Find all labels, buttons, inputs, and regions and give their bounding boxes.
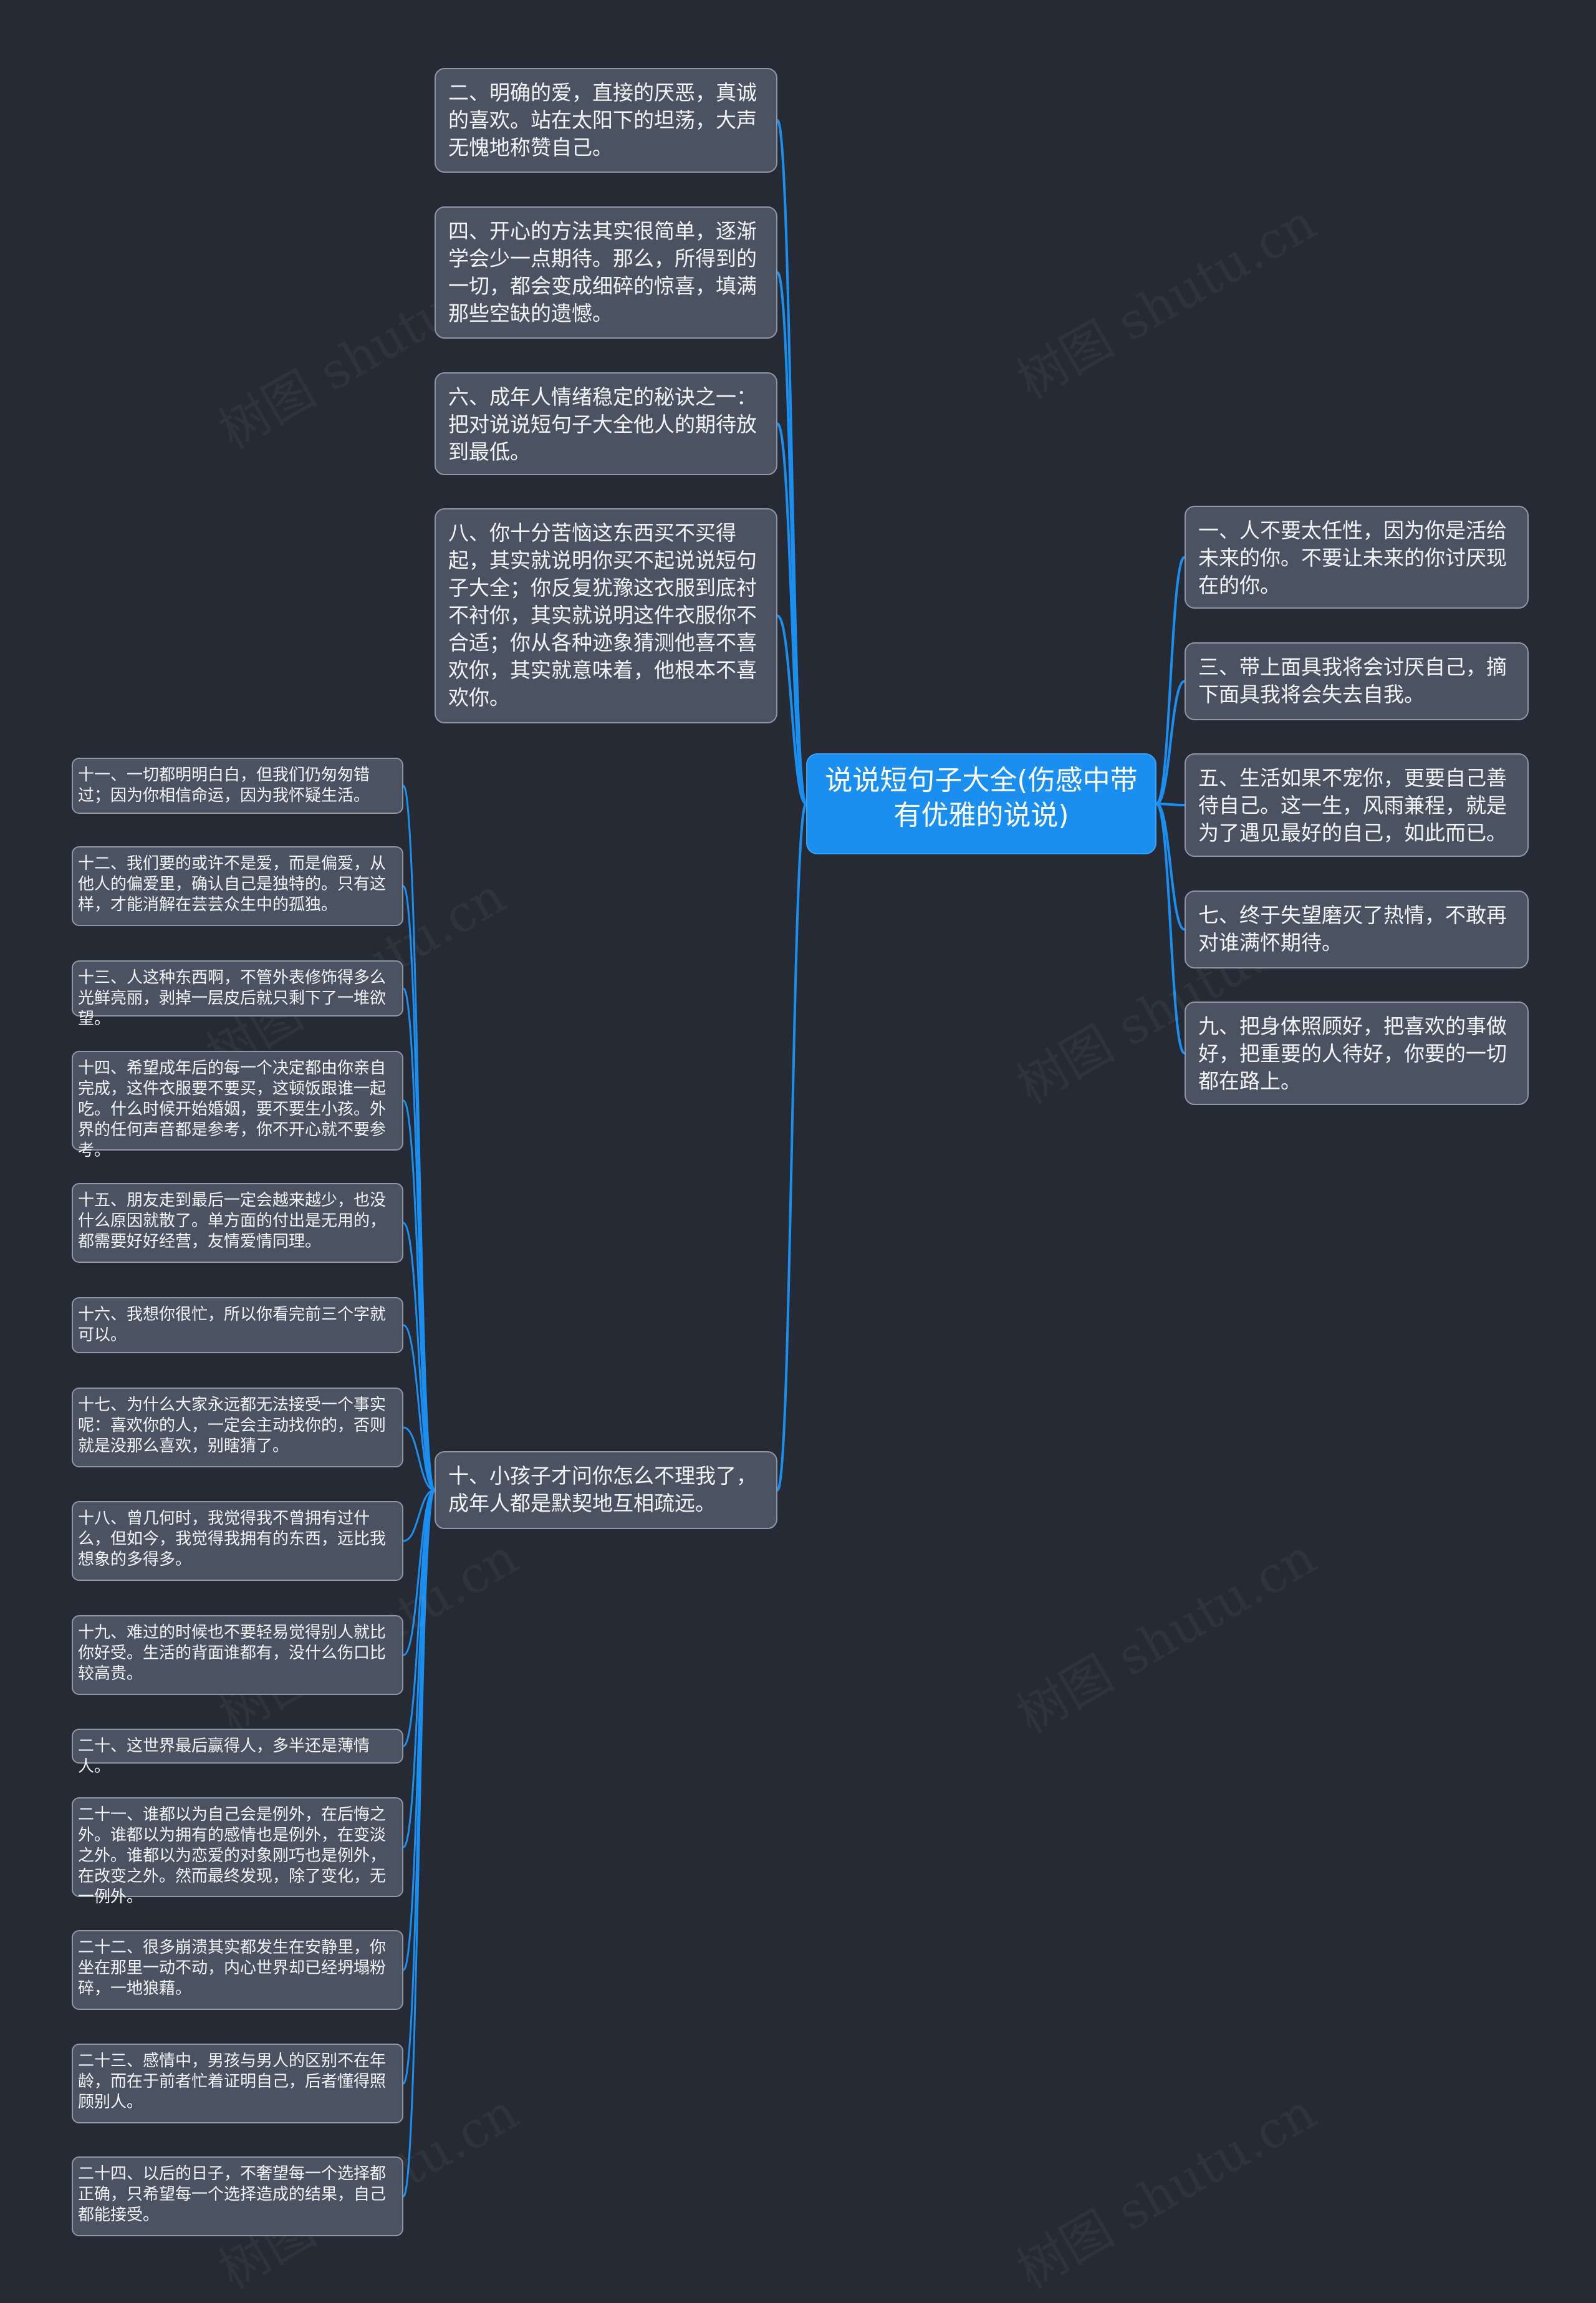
sub-node[interactable]: 二十、这世界最后赢得人，多半还是薄情人。 — [72, 1729, 403, 1776]
connector-line — [403, 1426, 435, 1491]
connector-line — [776, 422, 807, 805]
sub-node-label: 二十二、很多崩溃其实都发生在安静里，你坐在那里一动不动，内心世界却已经坍塌粉碎，… — [78, 1938, 387, 1998]
sub-node-label: 二十一、谁都以为自己会是例外，在后悔之外。谁都以为拥有的感情也是例外，在变淡之外… — [78, 1805, 387, 1906]
sub-node[interactable]: 十一、一切都明明白白，但我们仍匆匆错过；因为你相信命运，因为我怀疑生活。 — [72, 758, 403, 814]
right-node[interactable]: 七、终于失望磨灭了热情，不敢再对谁满怀期待。 — [1185, 891, 1529, 968]
sub-node[interactable]: 二十二、很多崩溃其实都发生在安静里，你坐在那里一动不动，内心世界却已经坍塌粉碎，… — [72, 1930, 403, 2010]
sub-node[interactable]: 十三、人这种东西啊，不管外表修饰得多么光鲜亮丽，剥掉一层皮后就只剩下了一堆欲望。 — [72, 960, 403, 1028]
sub-node[interactable]: 二十三、感情中，男孩与男人的区别不在年龄，而在于前者忙着证明自己，后者懂得照顾别… — [72, 2044, 403, 2123]
left-node[interactable]: 二、明确的爱，直接的厌恶，真诚的喜欢。站在太阳下的坦荡，大声无愧地称赞自己。 — [435, 68, 777, 173]
connector-line — [1155, 803, 1186, 1055]
sub-node-label: 二十、这世界最后赢得人，多半还是薄情人。 — [78, 1737, 370, 1776]
sub-node-label: 十九、难过的时候也不要轻易觉得别人就比你好受。生活的背面谁都有，没什么伤口比较高… — [78, 1623, 387, 1683]
sub-node[interactable]: 十五、朋友走到最后一定会越来越少，也没什么原因就散了。单方面的付出是无用的，都需… — [72, 1183, 403, 1263]
sub-node[interactable]: 十四、希望成年后的每一个决定都由你亲自完成，这件衣服要不要买，这顿饭跟谁一起吃。… — [72, 1051, 403, 1160]
left-node-label: 二、明确的爱，直接的厌恶，真诚的喜欢。站在太阳下的坦荡，大声无愧地称赞自己。 — [448, 80, 757, 160]
sub-node[interactable]: 十七、为什么大家永远都无法接受一个事实呢：喜欢你的人，一定会主动找你的，否则就是… — [72, 1388, 403, 1467]
connector-line — [1156, 803, 1185, 806]
connector-line — [402, 1099, 436, 1491]
sub-node[interactable]: 二十四、以后的日子，不奢望每一个选择都正确，只希望每一个选择造成的结果，自己都能… — [72, 2156, 403, 2236]
left-node[interactable]: 六、成年人情绪稳定的秘诀之一：把对说说短句子大全他人的期待放到最低。 — [435, 372, 777, 475]
sub-node[interactable]: 十二、我们要的或许不是爱，而是偏爱，从他人的偏爱里，确认自己是独特的。只有这样，… — [72, 846, 403, 926]
sub-node-label: 二十四、以后的日子，不奢望每一个选择都正确，只希望每一个选择造成的结果，自己都能… — [78, 2165, 387, 2224]
sub-node-label: 十三、人这种东西啊，不管外表修饰得多么光鲜亮丽，剥掉一层皮后就只剩下了一堆欲望。 — [78, 968, 387, 1028]
left-node-label: 四、开心的方法其实很简单，逐渐学会少一点期待。那么，所得到的一切，都会变成细碎的… — [448, 219, 757, 326]
left-node[interactable]: 十、小孩子才问你怎么不理我了，成年人都是默契地互相疏远。 — [435, 1451, 777, 1529]
center-node-label: 说说短句子大全(伤感中带有优雅的说说) — [825, 765, 1138, 831]
right-node[interactable]: 五、生活如果不宠你，更要自己善待自己。这一生，风雨兼程，就是为了遇见最好的自己，… — [1185, 753, 1529, 857]
right-node-label: 一、人不要太任性，因为你是活给未来的你。不要让未来的你讨厌现在的你。 — [1198, 518, 1507, 597]
right-node-label: 五、生活如果不宠你，更要自己善待自己。这一生，风雨兼程，就是为了遇见最好的自己，… — [1198, 766, 1507, 845]
center-node[interactable]: 说说短句子大全(伤感中带有优雅的说说) — [806, 753, 1156, 854]
sub-node-label: 十二、我们要的或许不是爱，而是偏爱，从他人的偏爱里，确认自己是独特的。只有这样，… — [78, 854, 387, 914]
left-node-label: 六、成年人情绪稳定的秘诀之一：把对说说短句子大全他人的期待放到最低。 — [448, 385, 757, 464]
left-node[interactable]: 四、开心的方法其实很简单，逐渐学会少一点期待。那么，所得到的一切，都会变成细碎的… — [435, 206, 777, 339]
sub-node[interactable]: 十九、难过的时候也不要轻易觉得别人就比你好受。生活的背面谁都有，没什么伤口比较高… — [72, 1615, 403, 1695]
sub-node[interactable]: 二十一、谁都以为自己会是例外，在后悔之外。谁都以为拥有的感情也是例外，在变淡之外… — [72, 1797, 403, 1906]
right-node-label: 九、把身体照顾好，把喜欢的事做好，把重要的人待好，你要的一切都在路上。 — [1198, 1014, 1507, 1093]
right-node-label: 三、带上面具我将会讨厌自己，摘下面具我将会失去自我。 — [1198, 655, 1507, 707]
sub-node-label: 十八、曾几何时，我觉得我不曾拥有过什么，但如今，我觉得我拥有的东西，远比我想象的… — [78, 1509, 387, 1569]
right-node[interactable]: 九、把身体照顾好，把喜欢的事做好，把重要的人待好，你要的一切都在路上。 — [1185, 1002, 1529, 1105]
left-node-label: 八、你十分苦恼这东西买不买得起，其实就说明你买不起说说短句子大全；你反复犹豫这衣… — [448, 521, 757, 710]
connector-line — [776, 614, 807, 805]
sub-node-label: 十六、我想你很忙，所以你看完前三个字就可以。 — [78, 1305, 387, 1345]
connector-line — [1155, 556, 1186, 805]
sub-node-label: 十五、朋友走到最后一定会越来越少，也没什么原因就散了。单方面的付出是无用的，都需… — [78, 1191, 387, 1251]
right-node[interactable]: 三、带上面具我将会讨厌自己，摘下面具我将会失去自我。 — [1185, 642, 1529, 720]
sub-node[interactable]: 十八、曾几何时，我觉得我不曾拥有过什么，但如今，我觉得我拥有的东西，远比我想象的… — [72, 1501, 403, 1581]
connector-line — [402, 1222, 436, 1491]
connector-line — [402, 1489, 436, 2198]
sub-node-label: 二十三、感情中，男孩与男人的区别不在年龄，而在于前者忙着证明自己，后者懂得照顾别… — [78, 2052, 387, 2112]
sub-node-label: 十一、一切都明明白白，但我们仍匆匆错过；因为你相信命运，因为我怀疑生活。 — [78, 766, 370, 805]
connector-line — [1156, 680, 1185, 805]
sub-node-label: 十四、希望成年后的每一个决定都由你亲自完成，这件衣服要不要买，这顿饭跟谁一起吃。… — [78, 1059, 387, 1160]
connector-line — [776, 803, 807, 1492]
sub-node[interactable]: 十六、我想你很忙，所以你看完前三个字就可以。 — [72, 1297, 403, 1353]
connector-line — [403, 1324, 435, 1491]
right-node-label: 七、终于失望磨灭了热情，不敢再对谁满怀期待。 — [1198, 903, 1507, 955]
right-node[interactable]: 一、人不要太任性，因为你是活给未来的你。不要让未来的你讨厌现在的你。 — [1185, 506, 1529, 609]
connector-line — [403, 1489, 435, 1542]
sub-node-label: 十七、为什么大家永远都无法接受一个事实呢：喜欢你的人，一定会主动找你的，否则就是… — [78, 1396, 387, 1456]
connector-line — [1156, 803, 1185, 931]
left-node-label: 十、小孩子才问你怎么不理我了，成年人都是默契地互相疏远。 — [448, 1464, 757, 1515]
left-node[interactable]: 八、你十分苦恼这东西买不买得起，其实就说明你买不起说说短句子大全；你反复犹豫这衣… — [435, 508, 777, 723]
